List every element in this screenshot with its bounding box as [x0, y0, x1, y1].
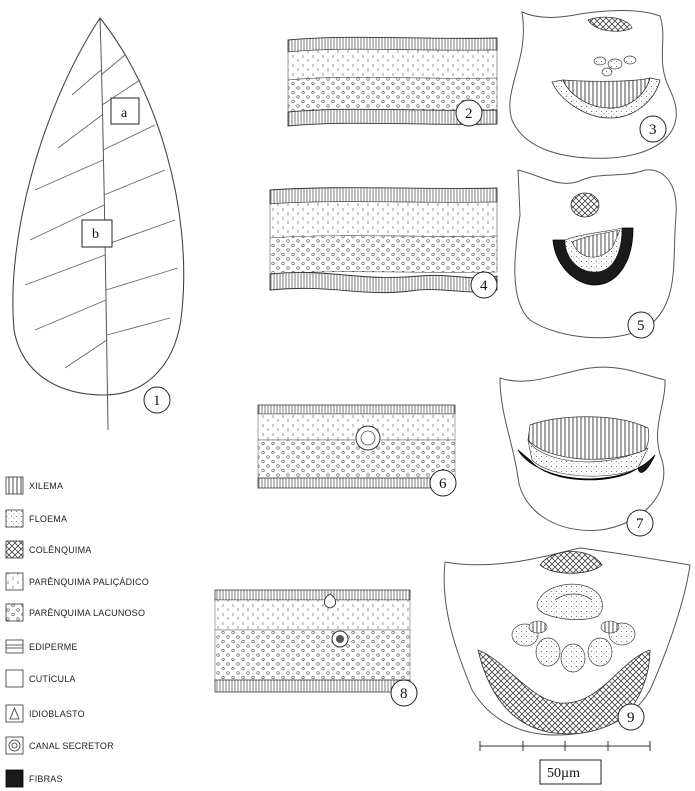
fibers-swatch-icon	[6, 770, 23, 787]
scale-bar-label: 50µm	[547, 766, 580, 781]
legend-label: COLÊNQUIMA	[29, 545, 92, 555]
lamina-section-8	[215, 590, 410, 692]
leaf-region-b-label: b	[92, 227, 99, 242]
collenchyma-swatch-icon	[6, 541, 23, 558]
legend-item-collenchyma: COLÊNQUIMA	[6, 541, 92, 558]
secretory-canal	[356, 426, 380, 450]
figure-number-9: 9	[627, 710, 635, 726]
epidermis-swatch-icon	[6, 640, 23, 653]
figure-number-5: 5	[637, 318, 645, 334]
leaf-blade	[13, 18, 184, 395]
leaf-outline-figure: a b	[13, 18, 184, 430]
legend-item-xylem: XILEMA	[6, 477, 63, 494]
legend-item-spongy: PARÊNQUIMA LACUNOSO	[6, 604, 145, 621]
legend-item-epidermis: EDIPERME	[6, 640, 78, 653]
legend-item-cuticle: CUTÍCULA	[6, 670, 76, 687]
spongy-swatch-icon	[6, 604, 23, 621]
legend-label: CUTÍCULA	[29, 674, 76, 684]
legend: XILEMA FLOEMA COLÊNQUIMA PARÊNQUIMA PALI…	[6, 477, 149, 787]
palisade-swatch-icon	[6, 573, 23, 590]
legend-label: PARÊNQUIMA LACUNOSO	[29, 608, 145, 618]
leaf-region-a-label: a	[121, 106, 128, 121]
legend-item-idioblast: IDIOBLASTO	[6, 705, 85, 722]
midrib-section-7	[500, 367, 665, 530]
figure-number-3: 3	[649, 122, 657, 138]
xylem-swatch-icon	[6, 477, 23, 494]
scale-bar: 50µm	[480, 741, 650, 784]
legend-label: CANAL SECRETOR	[29, 741, 114, 751]
phloem-swatch-icon	[6, 510, 23, 527]
legend-item-fibers: FIBRAS	[6, 770, 63, 787]
figure-number-2: 2	[465, 106, 473, 122]
midrib-section-9	[444, 548, 690, 735]
legend-label: IDIOBLASTO	[29, 709, 85, 719]
midrib-section-5	[515, 170, 676, 338]
lamina-section-4	[270, 188, 497, 293]
secretory-canal-swatch-icon	[6, 737, 23, 754]
figure-number-8: 8	[400, 686, 408, 702]
legend-label: PARÊNQUIMA PALIÇÁDICO	[29, 577, 149, 587]
legend-item-phloem: FLOEMA	[6, 510, 67, 527]
leaf-veins	[25, 55, 178, 368]
lamina-section-6	[258, 405, 455, 488]
legend-label: XILEMA	[29, 481, 63, 491]
cuticle-swatch-icon	[6, 670, 23, 687]
figure-number-7: 7	[636, 516, 644, 532]
figure-number-4: 4	[480, 278, 488, 294]
figure-number-6: 6	[439, 476, 447, 492]
legend-label: FLOEMA	[29, 514, 67, 524]
legend-label: FIBRAS	[29, 774, 63, 784]
figure-number-1: 1	[153, 393, 161, 409]
legend-label: EDIPERME	[29, 642, 78, 652]
legend-item-palisade: PARÊNQUIMA PALIÇÁDICO	[6, 573, 149, 590]
legend-item-secretory-canal: CANAL SECRETOR	[6, 737, 114, 754]
